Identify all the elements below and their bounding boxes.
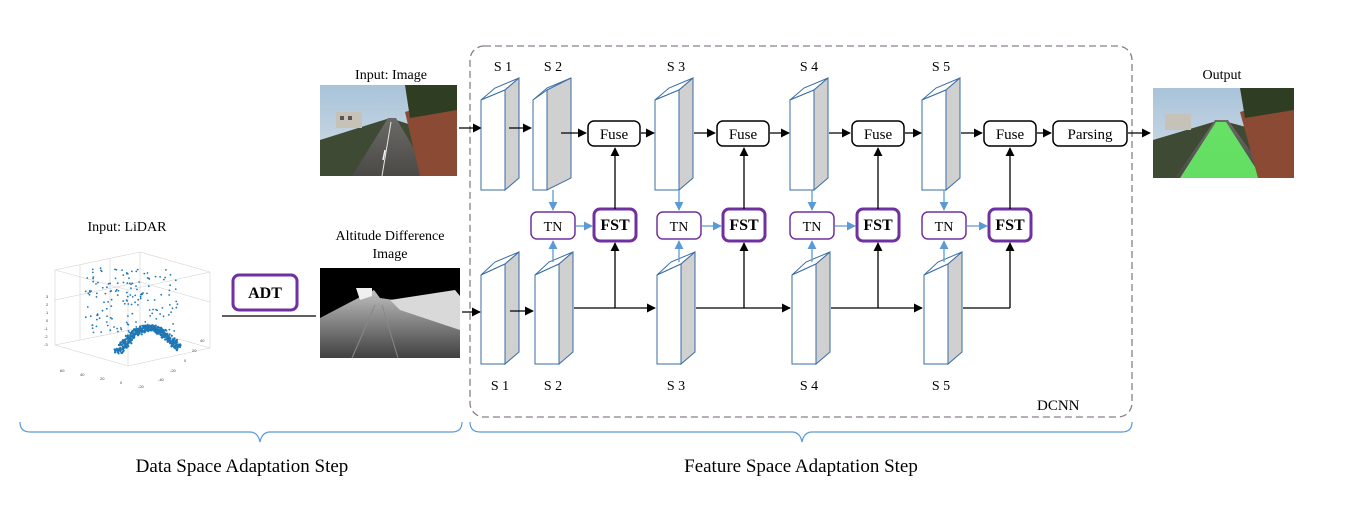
fst-box-1: FST — [592, 207, 638, 243]
data-step-brace — [19, 421, 463, 443]
svg-text:FST: FST — [729, 217, 759, 234]
tn-box-4: TN — [921, 211, 967, 240]
stage-label-top-s2: S 2 — [544, 60, 562, 75]
output-label: Output — [1203, 68, 1242, 83]
lidar-scatter-plot: 3 2 1 0 -1 -2 -3 60 40 20 0 -20 40 20 0 … — [44, 251, 211, 389]
input-image-photo — [320, 85, 457, 177]
svg-text:20: 20 — [100, 376, 105, 381]
svg-text:TN: TN — [670, 220, 689, 235]
tn-box-1: TN — [530, 211, 576, 240]
stage-block-top-s1 — [480, 76, 520, 192]
svg-text:-40: -40 — [158, 377, 165, 382]
stage-block-top-s2 — [532, 77, 572, 191]
svg-text:FST: FST — [863, 217, 893, 234]
fuse-box-4: Fuse — [983, 120, 1037, 147]
stage-label-bottom-s2: S 2 — [544, 379, 562, 394]
fuse-box-3: Fuse — [851, 120, 905, 147]
altitude-difference-image — [320, 268, 460, 359]
svg-text:Parsing: Parsing — [1068, 127, 1114, 143]
svg-text:FST: FST — [600, 217, 630, 234]
stage-label-top-s1: S 1 — [494, 60, 512, 75]
input-image-label: Input: Image — [355, 68, 427, 83]
svg-text:1: 1 — [46, 310, 49, 315]
svg-text:0: 0 — [184, 358, 187, 363]
dcnn-region — [469, 45, 1133, 418]
svg-text:FST: FST — [995, 217, 1025, 234]
feature-step-brace — [469, 421, 1133, 443]
svg-text:-2: -2 — [44, 334, 48, 339]
altitude-label-line2: Image — [373, 247, 408, 262]
top-branch-arrows — [509, 123, 1151, 138]
stage-label-bottom-s3: S 3 — [667, 379, 685, 394]
lidar-z-ticks: 3 2 1 0 -1 -2 -3 — [44, 294, 49, 347]
stage-label-top-s5: S 5 — [932, 60, 950, 75]
svg-text:0: 0 — [120, 380, 123, 385]
svg-text:TN: TN — [803, 220, 822, 235]
svg-text:-3: -3 — [44, 342, 48, 347]
adt-label: ADT — [248, 285, 282, 302]
stage-block-bottom-s3 — [656, 250, 696, 366]
parsing-box: Parsing — [1052, 120, 1128, 147]
dcnn-label: DCNN — [1037, 398, 1080, 414]
stage-block-bottom-s2 — [534, 250, 574, 366]
fuse-box-1: Fuse — [587, 120, 641, 147]
fst-box-3: FST — [855, 207, 901, 243]
svg-text:Fuse: Fuse — [600, 127, 629, 143]
stage-block-top-s3 — [654, 76, 694, 192]
svg-text:3: 3 — [46, 294, 49, 299]
lidar-x-ticks: 60 40 20 0 -20 — [60, 368, 145, 389]
fst-box-4: FST — [987, 207, 1033, 243]
stage-block-top-s4 — [789, 76, 829, 192]
stage-label-top-s4: S 4 — [800, 60, 818, 75]
fst-box-2: FST — [721, 207, 767, 243]
stage-label-top-s3: S 3 — [667, 60, 685, 75]
fuse-box-2: Fuse — [716, 120, 770, 147]
bottom-branch-arrows — [510, 303, 1010, 316]
svg-text:0: 0 — [46, 318, 49, 323]
tn-box-3: TN — [789, 211, 835, 240]
svg-text:60: 60 — [60, 368, 65, 373]
tn-box-2: TN — [656, 211, 702, 240]
adt-box — [231, 273, 299, 312]
svg-text:TN: TN — [935, 220, 954, 235]
altitude-label-line1: Altitude Difference — [336, 229, 445, 244]
stage-block-bottom-s4 — [791, 250, 831, 366]
stage-block-bottom-s1 — [480, 250, 520, 366]
svg-text:Fuse: Fuse — [729, 127, 758, 143]
svg-text:20: 20 — [192, 348, 197, 353]
stage-label-bottom-s5: S 5 — [932, 379, 950, 394]
lidar-y-ticks: 40 20 0 -20 -40 — [158, 338, 205, 382]
stage-label-bottom-s4: S 4 — [800, 379, 818, 394]
svg-text:40: 40 — [80, 372, 85, 377]
svg-text:-1: -1 — [44, 326, 48, 331]
fst-vertical-arrows — [610, 147, 1015, 308]
svg-text:-20: -20 — [170, 368, 177, 373]
feature-step-label: Feature Space Adaptation Step — [684, 456, 918, 477]
svg-text:-20: -20 — [138, 384, 145, 389]
input-lidar-label: Input: LiDAR — [88, 220, 168, 235]
stage-label-bottom-s1: S 1 — [491, 379, 509, 394]
stage-block-bottom-s5 — [923, 250, 963, 366]
output-image-photo — [1153, 88, 1294, 178]
svg-text:2: 2 — [46, 302, 49, 307]
svg-text:TN: TN — [544, 220, 563, 235]
stage-block-top-s5 — [921, 76, 961, 192]
svg-text:Fuse: Fuse — [996, 127, 1025, 143]
svg-text:40: 40 — [200, 338, 205, 343]
data-step-label: Data Space Adaptation Step — [136, 456, 349, 477]
tn-blue-arrows — [548, 190, 988, 262]
svg-text:Fuse: Fuse — [864, 127, 893, 143]
